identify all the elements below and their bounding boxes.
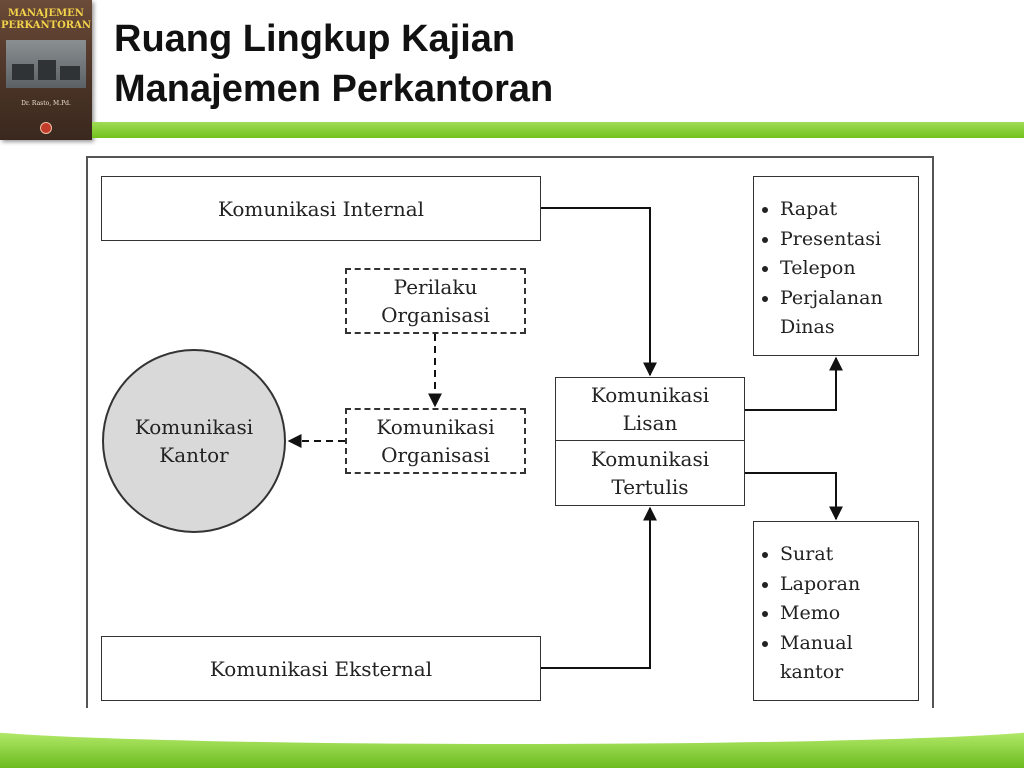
- kantor-line-2: Kantor: [159, 443, 229, 467]
- footer-accent-wave: [0, 708, 1024, 768]
- komunikasi-eksternal-box: Komunikasi Eksternal: [101, 636, 541, 701]
- list-item: Memo: [780, 599, 910, 629]
- book-title-line1: MANAJEMEN: [8, 8, 84, 19]
- internal-to-lisan-arrow: [541, 207, 657, 377]
- book-title-line2: PERKANTORAN: [1, 20, 91, 31]
- header-accent-bar: [92, 122, 1024, 138]
- perilaku-line-1: Perilaku: [393, 275, 478, 299]
- lisan-to-list-arrow: [745, 356, 843, 411]
- book-author: Dr. Rasto, M.Pd.: [21, 100, 71, 107]
- list-item: Perjalanan Dinas: [780, 284, 910, 343]
- list-item: Telepon: [780, 254, 910, 284]
- organisasi-line-1: Komunikasi: [376, 415, 495, 439]
- tertulis-line-1: Komunikasi: [590, 447, 710, 471]
- tertulis-to-list-arrow: [745, 472, 843, 521]
- perilaku-organisasi-box: Perilaku Organisasi: [345, 268, 526, 334]
- publisher-logo-icon: [40, 122, 52, 134]
- lisan-line-2: Lisan: [622, 411, 678, 435]
- tertulis-line-2: Tertulis: [611, 475, 689, 499]
- perilaku-line-2: Organisasi: [381, 303, 490, 327]
- book-cover-image: MANAJEMEN PERKANTORAN Dr. Rasto, M.Pd.: [0, 0, 92, 140]
- lisan-examples-list: Rapat Presentasi Telepon Perjalanan Dina…: [753, 176, 919, 356]
- komunikasi-kantor-circle: Komunikasi Kantor: [102, 349, 286, 533]
- kantor-line-1: Komunikasi: [134, 415, 254, 439]
- list-item: Laporan: [780, 570, 910, 600]
- list-item: Rapat: [780, 195, 910, 225]
- komunikasi-tertulis-box: Komunikasi Tertulis: [555, 440, 745, 506]
- tertulis-examples-list: Surat Laporan Memo Manual kantor: [753, 521, 919, 701]
- page-title: Ruang Lingkup Kajian Manajemen Perkantor…: [114, 14, 553, 114]
- eksternal-to-tertulis-arrow: [541, 506, 657, 669]
- list-item: Manual kantor: [780, 629, 910, 688]
- title-line-1: Ruang Lingkup Kajian: [114, 18, 516, 60]
- komunikasi-internal-label: Komunikasi Internal: [217, 196, 425, 221]
- title-line-2: Manajemen Perkantoran: [114, 68, 554, 110]
- lisan-line-1: Komunikasi: [590, 383, 710, 407]
- komunikasi-internal-box: Komunikasi Internal: [101, 176, 541, 241]
- organisasi-line-2: Organisasi: [381, 443, 490, 467]
- komunikasi-organisasi-box: Komunikasi Organisasi: [345, 408, 526, 474]
- komunikasi-eksternal-label: Komunikasi Eksternal: [209, 656, 433, 681]
- list-item: Surat: [780, 540, 910, 570]
- komunikasi-lisan-box: Komunikasi Lisan: [555, 377, 745, 441]
- list-item: Presentasi: [780, 225, 910, 255]
- office-photo: [6, 40, 86, 88]
